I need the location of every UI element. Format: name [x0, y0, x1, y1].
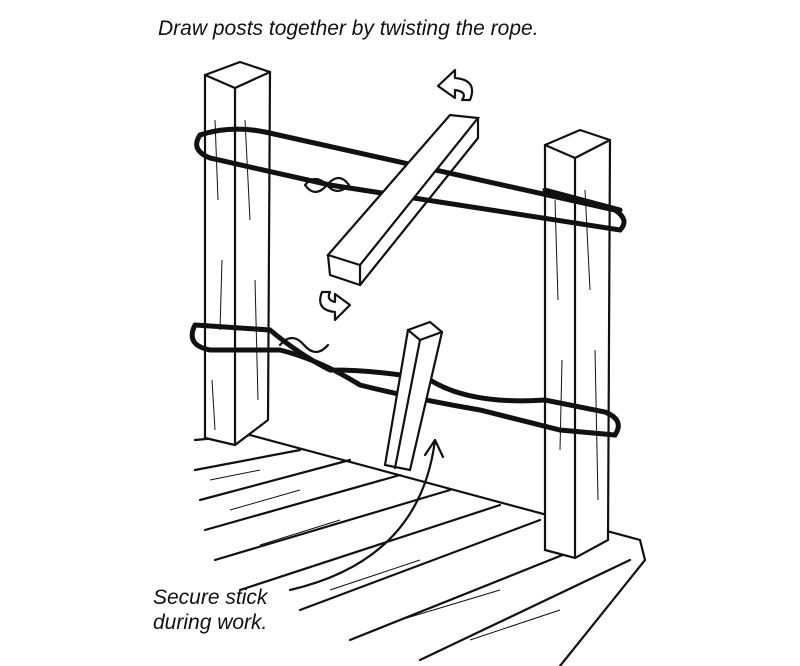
stake [383, 320, 444, 472]
left-post [203, 60, 272, 447]
bottom-caption: Secure stick during work. [153, 585, 267, 635]
lower-rope [189, 322, 621, 438]
bottom-caption-line2: during work. [153, 611, 268, 634]
top-caption: Draw posts together by twisting the rope… [158, 17, 539, 40]
twisting-stick [326, 113, 481, 287]
right-post [543, 128, 612, 560]
upper-rope [194, 126, 627, 233]
rotate-arrow-icon [319, 290, 352, 322]
rotate-arrow-icon [436, 68, 474, 102]
pointer-arrow [288, 438, 445, 592]
deck [193, 433, 647, 666]
bottom-caption-line1: Secure stick [153, 586, 268, 609]
